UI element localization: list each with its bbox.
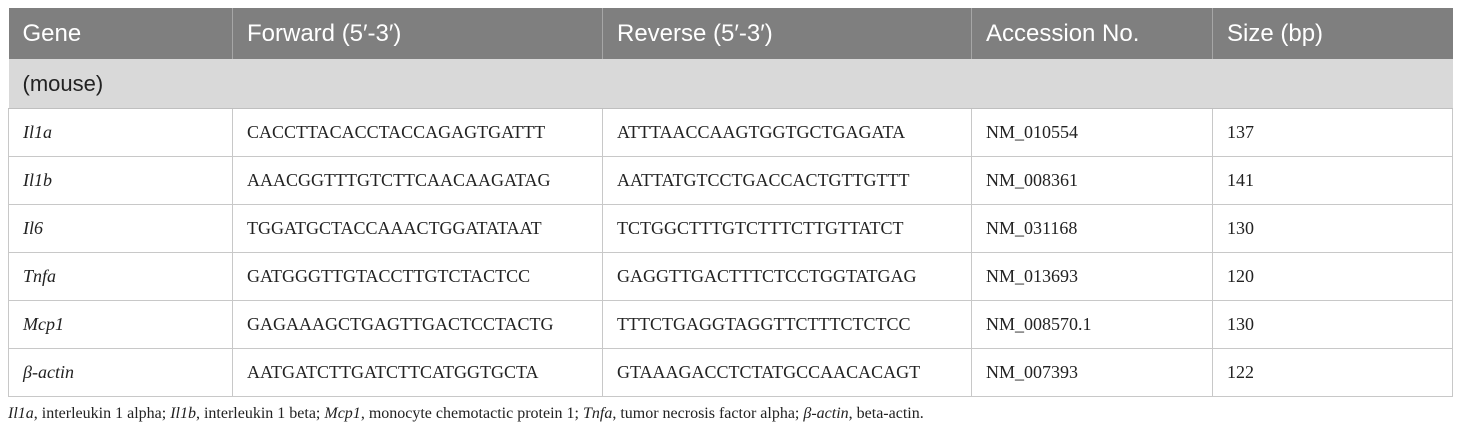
gene-cell: Tnfa — [8, 252, 233, 301]
section-row: (mouse) — [8, 59, 1453, 109]
header-gene: Gene — [8, 8, 233, 59]
table-row: Tnfa GATGGGTTGTACCTTGTCTACTCC GAGGTTGACT… — [8, 252, 1453, 301]
gene-cell: β-actin — [8, 348, 233, 397]
header-forward: Forward (5′-3′) — [232, 8, 603, 59]
table-row: Il1b AAACGGTTTGTCTTCAACAAGATAG AATTATGTC… — [8, 156, 1453, 205]
reverse-cell: GAGGTTGACTTTCTCCTGGTATGAG — [602, 252, 972, 301]
reverse-cell: TCTGGCTTTGTCTTTCTTGTTATCT — [602, 204, 972, 253]
table-row: Mcp1 GAGAAAGCTGAGTTGACTCCTACTG TTTCTGAGG… — [8, 300, 1453, 349]
footnote-text: , interleukin 1 beta; — [195, 405, 325, 422]
accession-cell: NM_031168 — [971, 204, 1213, 253]
footnote-text: , tumor necrosis factor alpha; — [612, 405, 804, 422]
size-cell: 122 — [1212, 348, 1453, 397]
reverse-cell: TTTCTGAGGTAGGTTCTTTCTCTCC — [602, 300, 972, 349]
accession-cell: NM_008361 — [971, 156, 1213, 205]
forward-cell: CACCTTACACCTACCAGAGTGATTT — [232, 108, 603, 157]
table-row: β-actin AATGATCTTGATCTTCATGGTGCTA GTAAAG… — [8, 348, 1453, 397]
footnote-gene: β-actin — [803, 405, 849, 422]
accession-cell: NM_013693 — [971, 252, 1213, 301]
forward-cell: GAGAAAGCTGAGTTGACTCCTACTG — [232, 300, 603, 349]
table-row: Il1a CACCTTACACCTACCAGAGTGATTT ATTTAACCA… — [8, 108, 1453, 157]
reverse-cell: ATTTAACCAAGTGGTGCTGAGATA — [602, 108, 972, 157]
size-cell: 130 — [1212, 204, 1453, 253]
section-label: (mouse) — [8, 59, 1453, 109]
forward-cell: AAACGGTTTGTCTTCAACAAGATAG — [232, 156, 603, 205]
primer-table-container: Gene Forward (5′-3′) Reverse (5′-3′) Acc… — [8, 8, 1453, 397]
table-footnote: Il1a, interleukin 1 alpha; Il1b, interle… — [8, 405, 924, 423]
table-row: Il6 TGGATGCTACCAAACTGGATATAAT TCTGGCTTTG… — [8, 204, 1453, 253]
forward-cell: AATGATCTTGATCTTCATGGTGCTA — [232, 348, 603, 397]
footnote-gene: Mcp1 — [324, 405, 361, 422]
header-accession: Accession No. — [971, 8, 1213, 59]
footnote-text: , monocyte chemotactic protein 1; — [360, 405, 583, 422]
footnote-text: , interleukin 1 alpha; — [33, 405, 171, 422]
primer-table: Gene Forward (5′-3′) Reverse (5′-3′) Acc… — [8, 8, 1453, 397]
gene-cell: Il6 — [8, 204, 233, 253]
footnote-text: , beta-actin. — [848, 405, 924, 422]
footnote-gene: Il1b — [170, 405, 196, 422]
reverse-cell: AATTATGTCCTGACCACTGTTGTTT — [602, 156, 972, 205]
header-size: Size (bp) — [1212, 8, 1453, 59]
header-reverse: Reverse (5′-3′) — [602, 8, 972, 59]
forward-cell: TGGATGCTACCAAACTGGATATAAT — [232, 204, 603, 253]
size-cell: 141 — [1212, 156, 1453, 205]
size-cell: 137 — [1212, 108, 1453, 157]
size-cell: 120 — [1212, 252, 1453, 301]
footnote-gene: Tnfa — [582, 405, 613, 422]
gene-cell: Mcp1 — [8, 300, 233, 349]
header-row: Gene Forward (5′-3′) Reverse (5′-3′) Acc… — [8, 8, 1453, 59]
footnote-gene: Il1a — [8, 405, 34, 422]
accession-cell: NM_008570.1 — [971, 300, 1213, 349]
size-cell: 130 — [1212, 300, 1453, 349]
gene-cell: Il1b — [8, 156, 233, 205]
accession-cell: NM_010554 — [971, 108, 1213, 157]
forward-cell: GATGGGTTGTACCTTGTCTACTCC — [232, 252, 603, 301]
accession-cell: NM_007393 — [971, 348, 1213, 397]
gene-cell: Il1a — [8, 108, 233, 157]
reverse-cell: GTAAAGACCTCTATGCCAACACAGT — [602, 348, 972, 397]
